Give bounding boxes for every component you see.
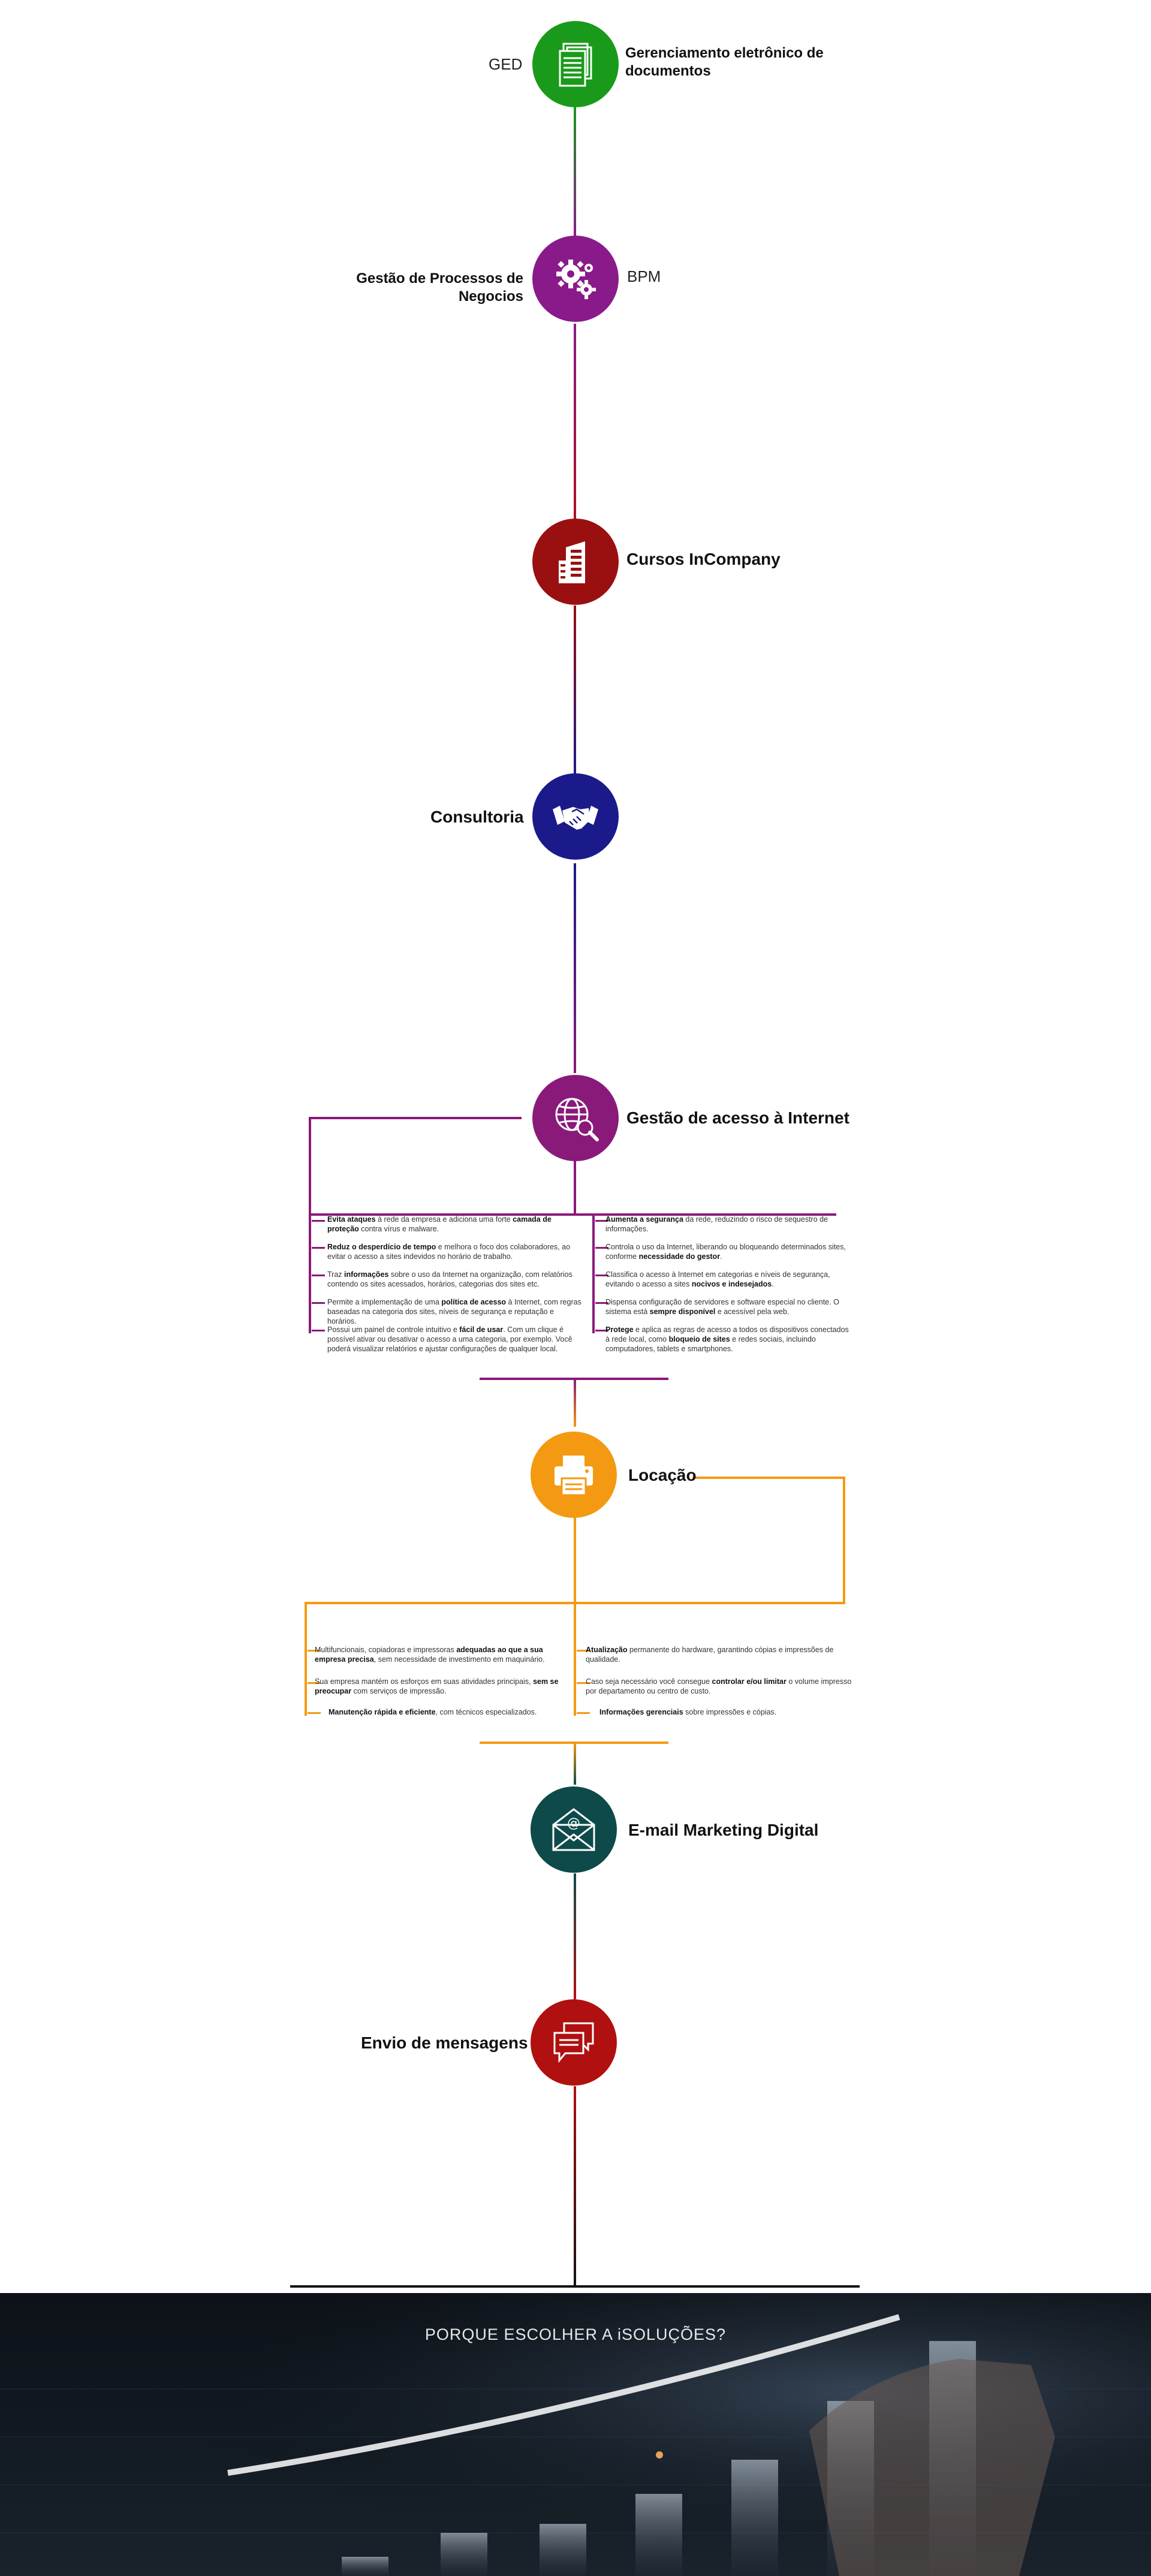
- connector-locacao-email: [574, 1743, 576, 1785]
- bpm-title[interactable]: Gestão de Processos de Negocios: [356, 270, 523, 305]
- locacao-bracket-right: [843, 1477, 845, 1604]
- locacao-col-center-line: [574, 1602, 576, 1716]
- svg-text:@: @: [567, 1816, 580, 1831]
- locacao-title[interactable]: Locação: [628, 1466, 697, 1484]
- email-title[interactable]: E-mail Marketing Digital: [628, 1821, 819, 1839]
- bpm-abbr: BPM: [627, 267, 661, 285]
- tick: [577, 1682, 590, 1684]
- chat-icon: [553, 2022, 594, 2063]
- tick: [595, 1330, 608, 1331]
- gears-icon: [556, 260, 596, 299]
- internet-circle[interactable]: [532, 1075, 619, 1161]
- internet-bracket-left: [309, 1117, 311, 1216]
- building-icon: [559, 541, 585, 583]
- chart-background: [0, 2293, 1151, 2576]
- connector-internet-down: [574, 1160, 576, 1214]
- locacao-feature-left-2: Sua empresa mantém os esforços em suas a…: [315, 1677, 559, 1695]
- internet-feature-right-2: Controla o uso da Internet, liberando ou…: [605, 1243, 846, 1261]
- locacao-col-left-line: [305, 1602, 307, 1716]
- connector-consultoria-internet: [574, 863, 576, 1073]
- tick: [595, 1302, 608, 1304]
- tick: [595, 1220, 608, 1222]
- locacao-feature-right-2: Caso seja necessário você consegue contr…: [586, 1677, 852, 1695]
- tick: [577, 1650, 590, 1652]
- globe-search-icon: [555, 1098, 599, 1141]
- tick: [308, 1650, 321, 1652]
- internet-feature-left-5: Possui um painel de controle intuitivo e…: [327, 1325, 573, 1353]
- locacao-feature-left-3: Manutenção rápida e eficiente, com técni…: [329, 1708, 537, 1716]
- internet-feature-left-2: Reduz o desperdício de tempo e melhora o…: [327, 1243, 571, 1261]
- cursos-circle[interactable]: [532, 519, 619, 605]
- internet-feature-right-5: Protege e aplica as regras de acesso a t…: [605, 1325, 849, 1353]
- email-circle[interactable]: @: [531, 1786, 617, 1873]
- tick: [577, 1712, 590, 1714]
- tick: [312, 1220, 325, 1222]
- tick: [312, 1330, 325, 1331]
- envelope-icon: @: [552, 1808, 595, 1851]
- mensagens-circle[interactable]: [531, 1999, 617, 2086]
- mensagens-title[interactable]: Envio de mensagens: [361, 2033, 528, 2052]
- ged-circle[interactable]: [532, 21, 619, 107]
- connector-locacao-down: [574, 1516, 576, 1605]
- locacao-feature-right-3: Informações gerenciais sobre impressões …: [599, 1708, 777, 1716]
- consultoria-title[interactable]: Consultoria: [430, 808, 524, 826]
- footer-banner: PORQUE ESCOLHER A iSOLUÇÕES?: [0, 2293, 1151, 2576]
- internet-bracket-top: [309, 1117, 522, 1119]
- consultoria-circle[interactable]: [532, 773, 619, 860]
- timeline-end-line: [290, 2285, 860, 2288]
- handshake-icon: [553, 806, 598, 830]
- printer-icon: [555, 1456, 593, 1496]
- internet-col-center-line: [592, 1213, 595, 1333]
- connector-cursos-consultoria: [574, 605, 576, 776]
- cursos-title[interactable]: Cursos InCompany: [626, 550, 781, 568]
- tick: [308, 1682, 321, 1684]
- internet-feature-right-1: Aumenta a segurança da rede, reduzindo o…: [605, 1215, 828, 1233]
- internet-title[interactable]: Gestão de acesso à Internet: [626, 1108, 849, 1127]
- tick: [595, 1247, 608, 1249]
- ged-title[interactable]: Gerenciamento eletrônico de documentos: [625, 45, 824, 79]
- bpm-circle[interactable]: [532, 236, 619, 322]
- internet-feature-left-1: Evita ataques à rede da empresa e adicio…: [327, 1215, 552, 1233]
- internet-feature-right-4: Dispensa configuração de servidores e so…: [605, 1298, 839, 1316]
- internet-col-left-line: [309, 1213, 311, 1333]
- tick: [312, 1302, 325, 1304]
- internet-bracket-mid: [309, 1213, 836, 1216]
- tick: [312, 1275, 325, 1276]
- connector-ged-bpm: [574, 105, 576, 237]
- connector-bpm-cursos: [574, 324, 576, 522]
- tick: [308, 1712, 321, 1714]
- tick: [312, 1247, 325, 1249]
- connector-email-mensagens: [574, 1873, 576, 1999]
- ged-abbr: GED: [489, 55, 523, 73]
- internet-feature-left-4: Permite a implementação de uma política …: [327, 1298, 581, 1325]
- footer-title: PORQUE ESCOLHER A iSOLUÇÕES?: [424, 2325, 727, 2343]
- locacao-bracket-right-top: [692, 1477, 845, 1479]
- connector-internet-locacao: [574, 1379, 576, 1427]
- tick: [595, 1275, 608, 1276]
- internet-feature-right-3: Classifica o acesso à Internet em catego…: [605, 1270, 830, 1288]
- locacao-circle[interactable]: [531, 1432, 617, 1518]
- internet-feature-left-3: Traz informações sobre o uso da Internet…: [327, 1270, 573, 1288]
- connector-mensagens-end: [574, 2086, 576, 2287]
- documents-icon: [559, 43, 592, 87]
- locacao-feature-right-1: Atualização permanente do hardware, gara…: [586, 1646, 834, 1664]
- locacao-feature-left-1: Multifuncionais, copiadoras e impressora…: [315, 1646, 545, 1664]
